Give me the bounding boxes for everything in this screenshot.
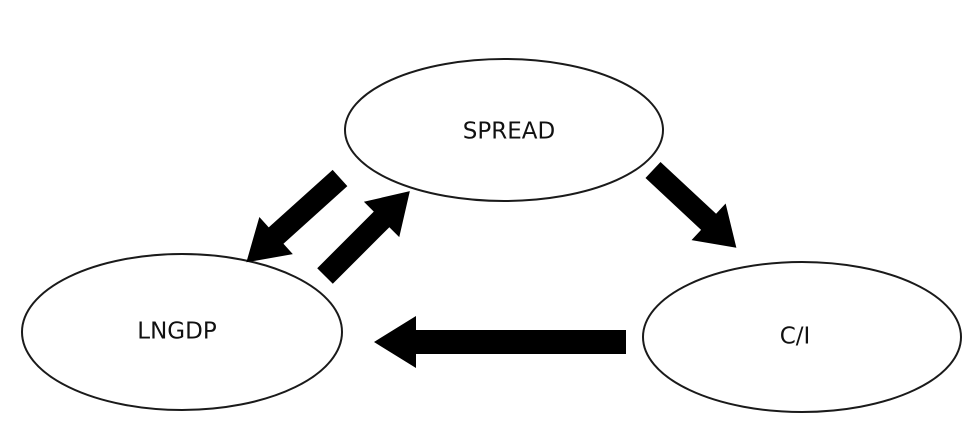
node-ci-ellipse [642,261,962,413]
node-spread-ellipse [344,58,664,202]
arrow-spread-to-ci-shape [645,161,737,248]
arrow-ci-to-lngdp-shape [374,316,626,368]
node-ci-label: C/I [780,324,811,350]
arrow-lngdp-to-spread-shape [317,191,410,284]
node-spread-label: SPREAD [463,119,555,145]
node-lngdp: LNGDP [21,253,343,411]
arrow-ci-to-lngdp [374,316,626,368]
arrow-lngdp-to-spread [317,191,410,284]
node-spread: SPREAD [344,58,664,202]
arrow-spread-to-ci [645,161,737,248]
arrow-spread-to-lngdp [246,169,348,263]
node-ci: C/I [642,261,962,413]
node-lngdp-ellipse [21,253,343,411]
arrow-spread-to-lngdp-shape [246,169,348,263]
node-lngdp-label: LNGDP [137,319,217,345]
